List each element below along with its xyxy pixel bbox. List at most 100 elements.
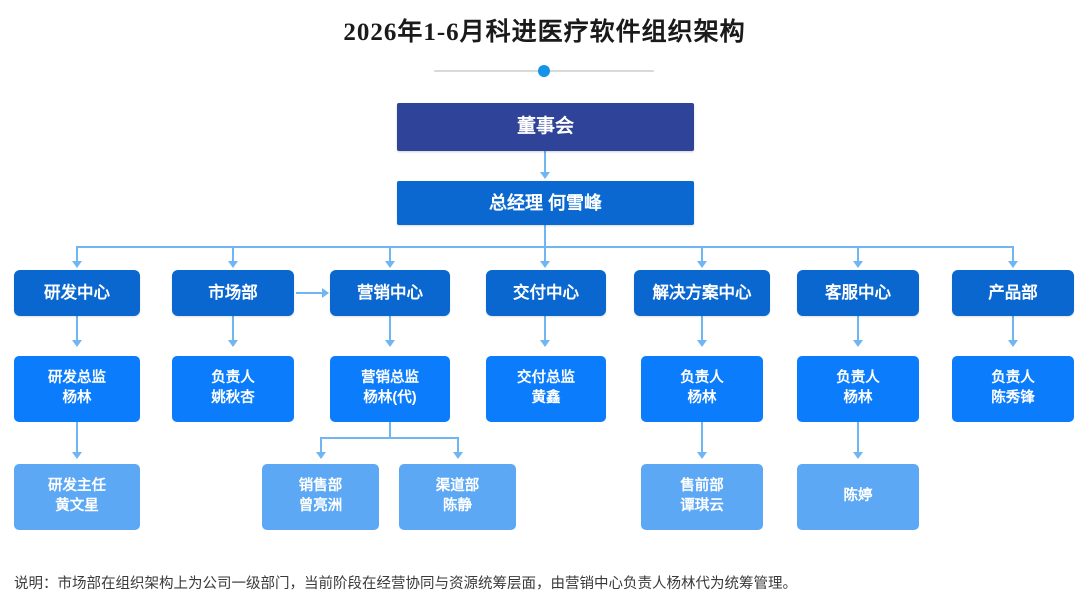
footer-note: 说明：市场部在组织架构上为公司一级部门，当前阶段在经营协同与资源统筹层面，由营销…	[14, 576, 797, 592]
arrow-bus-4-icon	[540, 261, 550, 268]
connector-market-to-sales	[296, 292, 324, 294]
node-child-rd-title: 研发主任	[48, 478, 106, 495]
node-board-label: 董事会	[516, 116, 574, 138]
connector-sales-child-1	[320, 437, 322, 455]
node-lead-delivery[interactable]: 交付总监 黄鑫	[486, 356, 606, 422]
node-child-presales-name: 谭琪云	[680, 498, 724, 514]
connector-bus-drop-3	[389, 246, 391, 264]
connector-rd-lead	[76, 316, 78, 344]
connector-board-gm	[544, 151, 546, 175]
connector-solution-lead	[701, 316, 703, 344]
node-dept-service[interactable]: 客服中心	[797, 270, 919, 316]
node-child-sales-title: 销售部	[298, 478, 343, 495]
node-child-presales-title: 售前部	[680, 478, 724, 495]
arrow-bus-6-icon	[853, 261, 863, 268]
node-lead-sales-name: 杨林(代)	[363, 390, 417, 406]
node-general-manager[interactable]: 总经理 何雪峰	[397, 181, 694, 225]
node-child-channel-dept[interactable]: 渠道部 陈静	[399, 464, 516, 530]
arrow-sales-child-2-icon	[453, 452, 463, 459]
node-lead-solution-name: 杨林	[687, 390, 717, 406]
node-lead-delivery-title: 交付总监	[517, 370, 575, 387]
connector-bus-drop-2	[232, 246, 234, 264]
arrow-bus-3-icon	[385, 261, 395, 268]
node-child-channel-title: 渠道部	[435, 478, 480, 495]
connector-bus-drop-7	[1012, 246, 1014, 264]
node-dept-rd-label: 研发中心	[44, 283, 110, 302]
connector-service-lead	[857, 316, 859, 344]
connector-sales-split-bar	[320, 437, 459, 439]
arrow-service-lead-icon	[853, 340, 863, 347]
node-lead-product-name: 陈秀锋	[991, 390, 1035, 406]
node-child-channel-name: 陈静	[443, 498, 472, 514]
node-dept-market[interactable]: 市场部	[172, 270, 294, 316]
connector-bus-drop-4	[544, 246, 546, 264]
node-dept-product-label: 产品部	[988, 283, 1038, 302]
node-child-presales-dept[interactable]: 售前部 谭琪云	[641, 464, 763, 530]
connector-sales-split-stem	[389, 422, 391, 438]
connector-gm-bus	[544, 225, 546, 247]
arrow-board-gm-icon	[540, 172, 550, 179]
arrow-sales-child-1-icon	[316, 452, 326, 459]
connector-sales-lead	[389, 316, 391, 344]
dot-marker-icon	[538, 65, 550, 77]
connector-bus-drop-6	[857, 246, 859, 264]
node-dept-delivery-label: 交付中心	[513, 283, 579, 302]
node-lead-service-name: 杨林	[843, 390, 873, 406]
node-board[interactable]: 董事会	[397, 103, 694, 151]
arrow-product-lead-icon	[1008, 340, 1018, 347]
node-child-service-name: 陈婷	[843, 488, 873, 505]
connector-product-lead	[1012, 316, 1014, 344]
arrow-market-to-sales-icon	[322, 288, 329, 298]
node-lead-sales-center[interactable]: 营销总监 杨林(代)	[330, 356, 450, 422]
node-lead-rd-title: 研发总监	[48, 370, 106, 387]
connector-delivery-lead	[544, 316, 546, 344]
node-dept-delivery[interactable]: 交付中心	[486, 270, 606, 316]
arrow-bus-1-icon	[72, 261, 82, 268]
node-lead-market-title: 负责人	[211, 370, 255, 387]
node-lead-solution[interactable]: 负责人 杨林	[641, 356, 763, 422]
node-lead-product-title: 负责人	[991, 370, 1035, 387]
arrow-bus-7-icon	[1008, 261, 1018, 268]
node-lead-market-name: 姚秋杏	[211, 390, 255, 406]
node-lead-product[interactable]: 负责人 陈秀锋	[952, 356, 1074, 422]
connector-sales-child-2	[457, 437, 459, 455]
node-child-sales-name: 曾亮洲	[298, 498, 343, 514]
connector-bus-drop-5	[701, 246, 703, 264]
node-dept-solution-label: 解决方案中心	[652, 283, 752, 302]
node-dept-rd[interactable]: 研发中心	[14, 270, 140, 316]
arrow-solution-child-icon	[697, 452, 707, 459]
connector-market-lead	[232, 316, 234, 344]
arrow-delivery-lead-icon	[540, 340, 550, 347]
connector-rd-child	[76, 422, 78, 456]
node-dept-service-label: 客服中心	[825, 283, 891, 302]
arrow-bus-5-icon	[697, 261, 707, 268]
node-lead-rd-name: 杨林	[62, 390, 92, 406]
node-child-service-member[interactable]: 陈婷	[797, 464, 919, 530]
connector-solution-child	[701, 422, 703, 456]
node-lead-solution-title: 负责人	[680, 370, 724, 387]
node-child-sales-dept[interactable]: 销售部 曾亮洲	[262, 464, 379, 530]
arrow-bus-2-icon	[228, 261, 238, 268]
node-dept-market-label: 市场部	[208, 283, 258, 302]
connector-bus-drop-1	[76, 246, 78, 264]
arrow-solution-lead-icon	[697, 340, 707, 347]
node-lead-service[interactable]: 负责人 杨林	[797, 356, 919, 422]
node-lead-delivery-name: 黄鑫	[531, 390, 561, 406]
node-child-rd-director[interactable]: 研发主任 黄文星	[14, 464, 140, 530]
node-dept-sales-center-label: 营销中心	[357, 283, 423, 302]
node-child-rd-name: 黄文星	[55, 498, 99, 514]
arrow-service-child-icon	[853, 452, 863, 459]
node-gm-label: 总经理 何雪峰	[488, 192, 602, 213]
node-lead-sales-title: 营销总监	[361, 370, 419, 387]
arrow-sales-lead-icon	[385, 340, 395, 347]
node-lead-service-title: 负责人	[836, 370, 880, 387]
title-divider	[434, 65, 654, 77]
arrow-rd-lead-icon	[72, 340, 82, 347]
arrow-market-lead-icon	[228, 340, 238, 347]
node-dept-sales-center[interactable]: 营销中心	[330, 270, 450, 316]
node-dept-solution[interactable]: 解决方案中心	[634, 270, 770, 316]
node-lead-market[interactable]: 负责人 姚秋杏	[172, 356, 294, 422]
page-title: 2026年1-6月科进医疗软件组织架构	[343, 19, 746, 46]
node-dept-product[interactable]: 产品部	[952, 270, 1074, 316]
node-lead-rd[interactable]: 研发总监 杨林	[14, 356, 140, 422]
